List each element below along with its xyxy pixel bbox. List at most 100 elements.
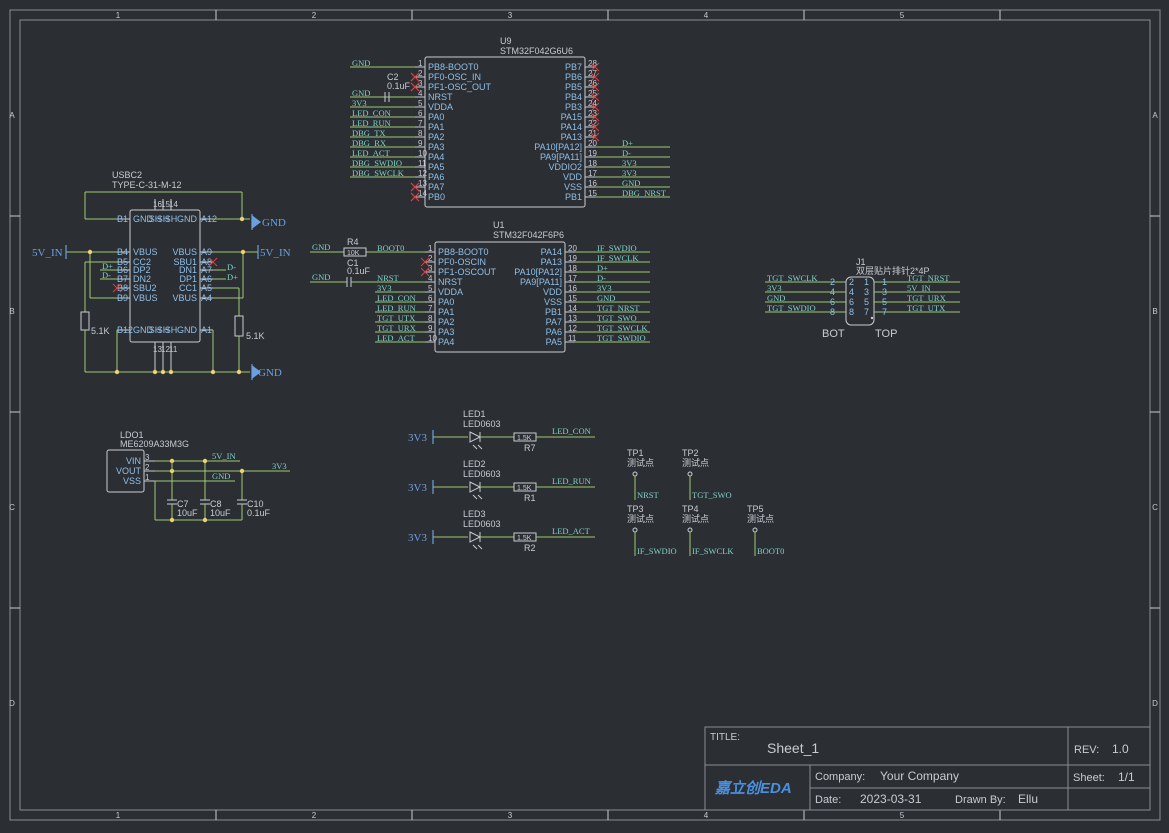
junction-dot [202, 458, 208, 464]
tp-net-label: TGT_SWO [692, 490, 732, 500]
c1-ref: C1 [347, 258, 359, 268]
usb-pin-name: DN1 [179, 265, 197, 275]
u1-pin-num: 20 [568, 244, 577, 253]
title-label: TITLE: [710, 732, 740, 743]
frame-col-top-5: 5 [900, 11, 905, 20]
u9-pin-name: PB5 [565, 82, 582, 92]
junction-dot [236, 369, 242, 375]
u9-pin-num: 1 [418, 59, 423, 68]
u9-pin-num: 8 [418, 129, 423, 138]
j1-part: 双层贴片排针2*4P [856, 265, 930, 276]
ldo-part: ME6209A33M3G [120, 439, 189, 449]
u9-pin-num: 25 [588, 89, 597, 98]
tp-pad-icon [687, 471, 693, 477]
company-value: Your Company [880, 769, 959, 783]
led-ref: LED3 [463, 509, 486, 519]
led-pkg: LED0603 [463, 469, 501, 479]
usb-pin-num: B1 [117, 214, 128, 224]
u1-pin-num: 7 [428, 304, 433, 313]
usb-dp2-net: D+ [102, 261, 113, 271]
tp-pad-icon [632, 471, 638, 477]
u9-pin-num: 10 [418, 149, 427, 158]
u1-ref: U1 [493, 220, 505, 230]
junction-dot [202, 517, 208, 523]
ldo-vout-net: 3V3 [272, 461, 287, 471]
rev-value: 1.0 [1112, 742, 1129, 756]
u9-pin-name: PA0 [428, 112, 444, 122]
tp-desc: 测试点 [627, 513, 654, 524]
led-ref: LED1 [463, 409, 486, 419]
j1-inner-right: 7 [864, 307, 869, 317]
u9-pin-name: PA15 [561, 112, 582, 122]
ldo-ref: LDO1 [120, 430, 144, 440]
frame-col-bottom-1: 1 [116, 811, 121, 820]
frame-col-top-3: 3 [508, 11, 513, 20]
usb-pin-name: VBUS [172, 293, 197, 303]
junction-dot [152, 369, 158, 375]
ldo-gnd-net: GND [212, 471, 230, 481]
u1-pin-num: 12 [568, 324, 577, 333]
u1-pin-name: PA7 [546, 317, 562, 327]
usb-pin-name: VBUS [133, 293, 158, 303]
ldo-cap-val: 10uF [177, 508, 198, 518]
usb-dn2-net: D- [102, 270, 111, 280]
no-connect-mark [410, 82, 420, 92]
usb-gnd-bottom-icon [251, 364, 261, 380]
mcu-u9[interactable]: U9 STM32F042G6U6 PB8-BOOT01GNDPF0-OSC_IN… [350, 36, 670, 208]
u9-pin-name: PB6 [565, 72, 582, 82]
u1-pin-num: 3 [428, 264, 433, 273]
u9-pin-name: PB7 [565, 62, 582, 72]
usb-pin-num: A8 [201, 257, 212, 267]
j1-inner-left: 2 [849, 277, 854, 287]
ldo-cap-ref: C7 [177, 499, 189, 509]
u1-pin-name: PA2 [438, 317, 454, 327]
c2-ref: C2 [387, 72, 399, 82]
led-light-arrows-icon [472, 444, 483, 450]
usb-pin-num: A9 [201, 247, 212, 257]
no-connect-mark [420, 257, 430, 267]
eda-logo: 嘉立创EDA [714, 779, 792, 797]
usb-gnd-bottom: GND [258, 367, 282, 379]
u1-net-label: IF_SWDIO [597, 243, 637, 253]
j1-left-net: GND [767, 293, 785, 303]
usb-ref: USBC2 [112, 170, 142, 180]
usb-pin-num: B5 [117, 257, 128, 267]
frame-row-right-B: B [1152, 307, 1157, 316]
u9-pin-num: 28 [588, 59, 597, 68]
u9-pin-num: 14 [418, 189, 427, 198]
usb-pin-num: A5 [201, 283, 212, 293]
u1-pin-num: 18 [568, 264, 577, 273]
junction-dot [239, 468, 245, 474]
u9-pin-num: 22 [588, 119, 597, 128]
u9-pin-num: 13 [418, 179, 427, 188]
u9-pin-num: 15 [588, 189, 597, 198]
mcu-u1[interactable]: U1 STM32F042F6P6 PB8-BOOT01BOOT0PF0-OSCI… [310, 220, 650, 353]
j1-right-num: 5 [882, 297, 887, 307]
u9-pin-name: PB8-BOOT0 [428, 62, 479, 72]
u1-net-label: TGT_SWCLK [597, 323, 648, 333]
u1-pin-name: PA13 [541, 257, 562, 267]
usb-r-right [234, 315, 244, 337]
u1-pin-num: 19 [568, 254, 577, 263]
u9-pin-num: 6 [418, 109, 423, 118]
usb-r-left-value: 5.1K [91, 326, 110, 336]
no-connect-mark [590, 82, 600, 92]
u1-net-label: TGT_UTX [377, 313, 415, 323]
frame-col-bottom-5: 5 [900, 811, 905, 820]
